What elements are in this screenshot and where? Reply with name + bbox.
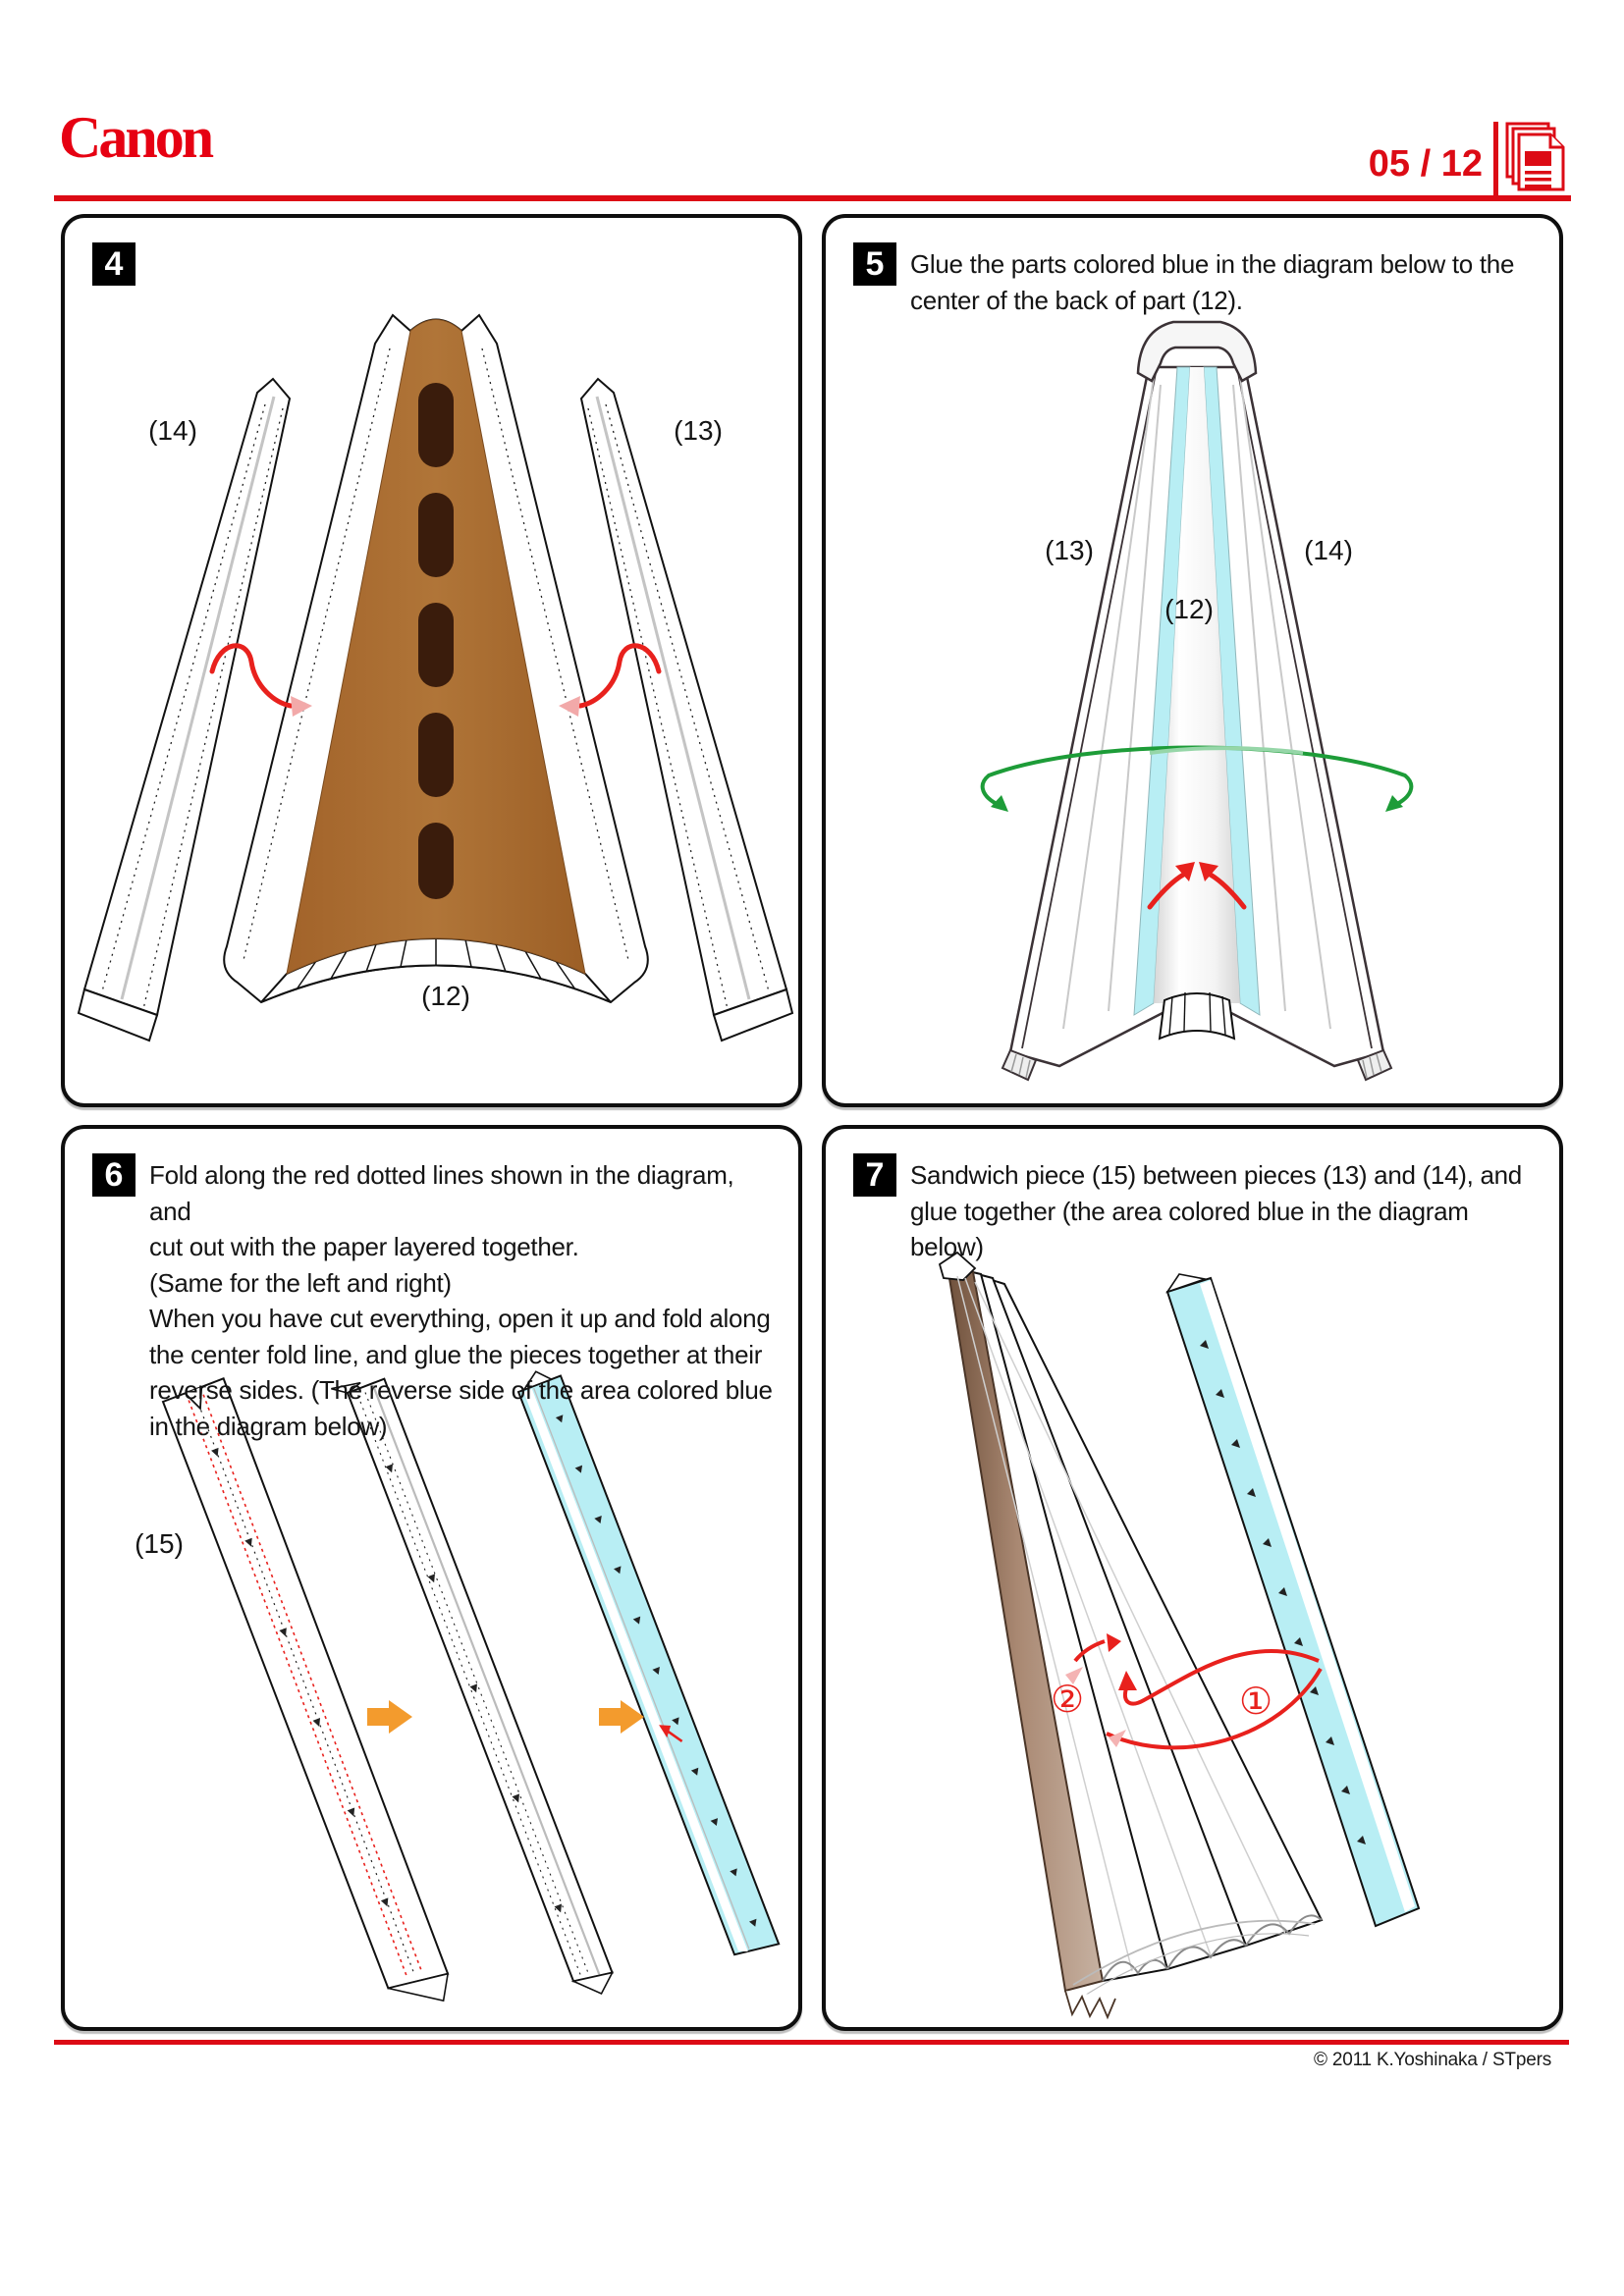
part-15-flat	[161, 1377, 450, 2002]
pages-icon	[1505, 122, 1565, 191]
step-4-panel: (14) (13) (12) 4	[61, 214, 802, 1107]
label-part-12: (12)	[421, 981, 470, 1011]
part-15-glued-blue	[516, 1370, 781, 1956]
instruction-line: glue together (the area colored blue in …	[910, 1196, 1469, 1262]
header-divider	[1493, 122, 1498, 198]
instruction-line: center of the back of part (12).	[910, 285, 1243, 315]
step-5-panel: (13) (14) (12) 5 Glue the parts colored …	[822, 214, 1563, 1107]
next-step-arrow	[367, 1700, 412, 1734]
instruction-line: the center fold line, and glue the piece…	[149, 1339, 763, 1369]
label-part-12: (12)	[1164, 594, 1214, 624]
instruction-line: Glue the parts colored blue in the diagr…	[910, 249, 1515, 279]
tower-cap	[1136, 320, 1258, 383]
label-order-second: ②	[1051, 1680, 1084, 1721]
instruction-line: reverse sides. (The reverse side of the …	[149, 1375, 773, 1405]
label-part-13: (13)	[1045, 535, 1094, 565]
label-part-15: (15)	[135, 1528, 184, 1559]
part-15-blue-strip	[1165, 1273, 1421, 1928]
label-order-first: ①	[1239, 1682, 1272, 1723]
part-15-folded	[331, 1377, 615, 1996]
step-6-instruction: Fold along the red dotted lines shown in…	[149, 1157, 778, 1444]
step-5-diagram: (13) (14) (12)	[980, 320, 1414, 1082]
part-14-strip	[77, 377, 292, 1042]
step-7-instruction: Sandwich piece (15) between pieces (13) …	[910, 1157, 1539, 1265]
fold-arrow-right	[559, 643, 662, 717]
part-12-shape	[223, 313, 649, 1004]
next-step-arrow	[599, 1700, 644, 1734]
step-4-badge: 4	[92, 242, 135, 286]
sound-holes	[418, 383, 454, 899]
page-number-indicator: 05 / 12	[1368, 143, 1483, 185]
sandwich-assembly	[938, 1251, 1324, 2020]
step-6-panel: (15) 6 Fold along the red dotted lines s…	[61, 1125, 802, 2031]
wrap-around-arrow	[980, 745, 1414, 812]
part-13-strip	[579, 377, 794, 1042]
step-5-instruction: Glue the parts colored blue in the diagr…	[910, 246, 1539, 318]
step-6-diagram: (15)	[135, 1370, 781, 2002]
instruction-line: Sandwich piece (15) between pieces (13) …	[910, 1160, 1522, 1190]
instruction-line: cut out with the paper layered together.	[149, 1232, 579, 1261]
footer-rule	[54, 2040, 1569, 2045]
assembled-tower	[1001, 320, 1393, 1082]
step-6-badge: 6	[92, 1153, 135, 1197]
instruction-line: in the diagram below)	[149, 1411, 388, 1441]
press-center-arrows	[1147, 862, 1247, 910]
label-part-14: (14)	[148, 415, 197, 446]
step-7-panel: ② ① 7 Sandwich piece (15) between pieces…	[822, 1125, 1563, 2031]
step-5-badge: 5	[853, 242, 896, 286]
glue-order-annotations: ② ①	[1051, 1633, 1323, 1750]
center-column	[1154, 367, 1240, 1003]
glue-tab-band	[296, 938, 576, 990]
instruction-line: When you have cut everything, open it up…	[149, 1304, 771, 1333]
label-part-14: (14)	[1304, 535, 1353, 565]
step-7-diagram: ② ①	[938, 1251, 1421, 2020]
canon-logo: Canon	[59, 105, 214, 170]
step-7-badge: 7	[853, 1153, 896, 1197]
instruction-line: Fold along the red dotted lines shown in…	[149, 1160, 734, 1226]
label-part-13: (13)	[674, 415, 723, 446]
copyright-text: © 2011 K.Yoshinaka / STpers	[1313, 2050, 1551, 2070]
instruction-line: (Same for the left and right)	[149, 1267, 452, 1298]
header-rule	[54, 195, 1571, 201]
step-4-diagram: (14) (13) (12)	[77, 313, 794, 1042]
fold-arrow-left	[209, 643, 312, 717]
